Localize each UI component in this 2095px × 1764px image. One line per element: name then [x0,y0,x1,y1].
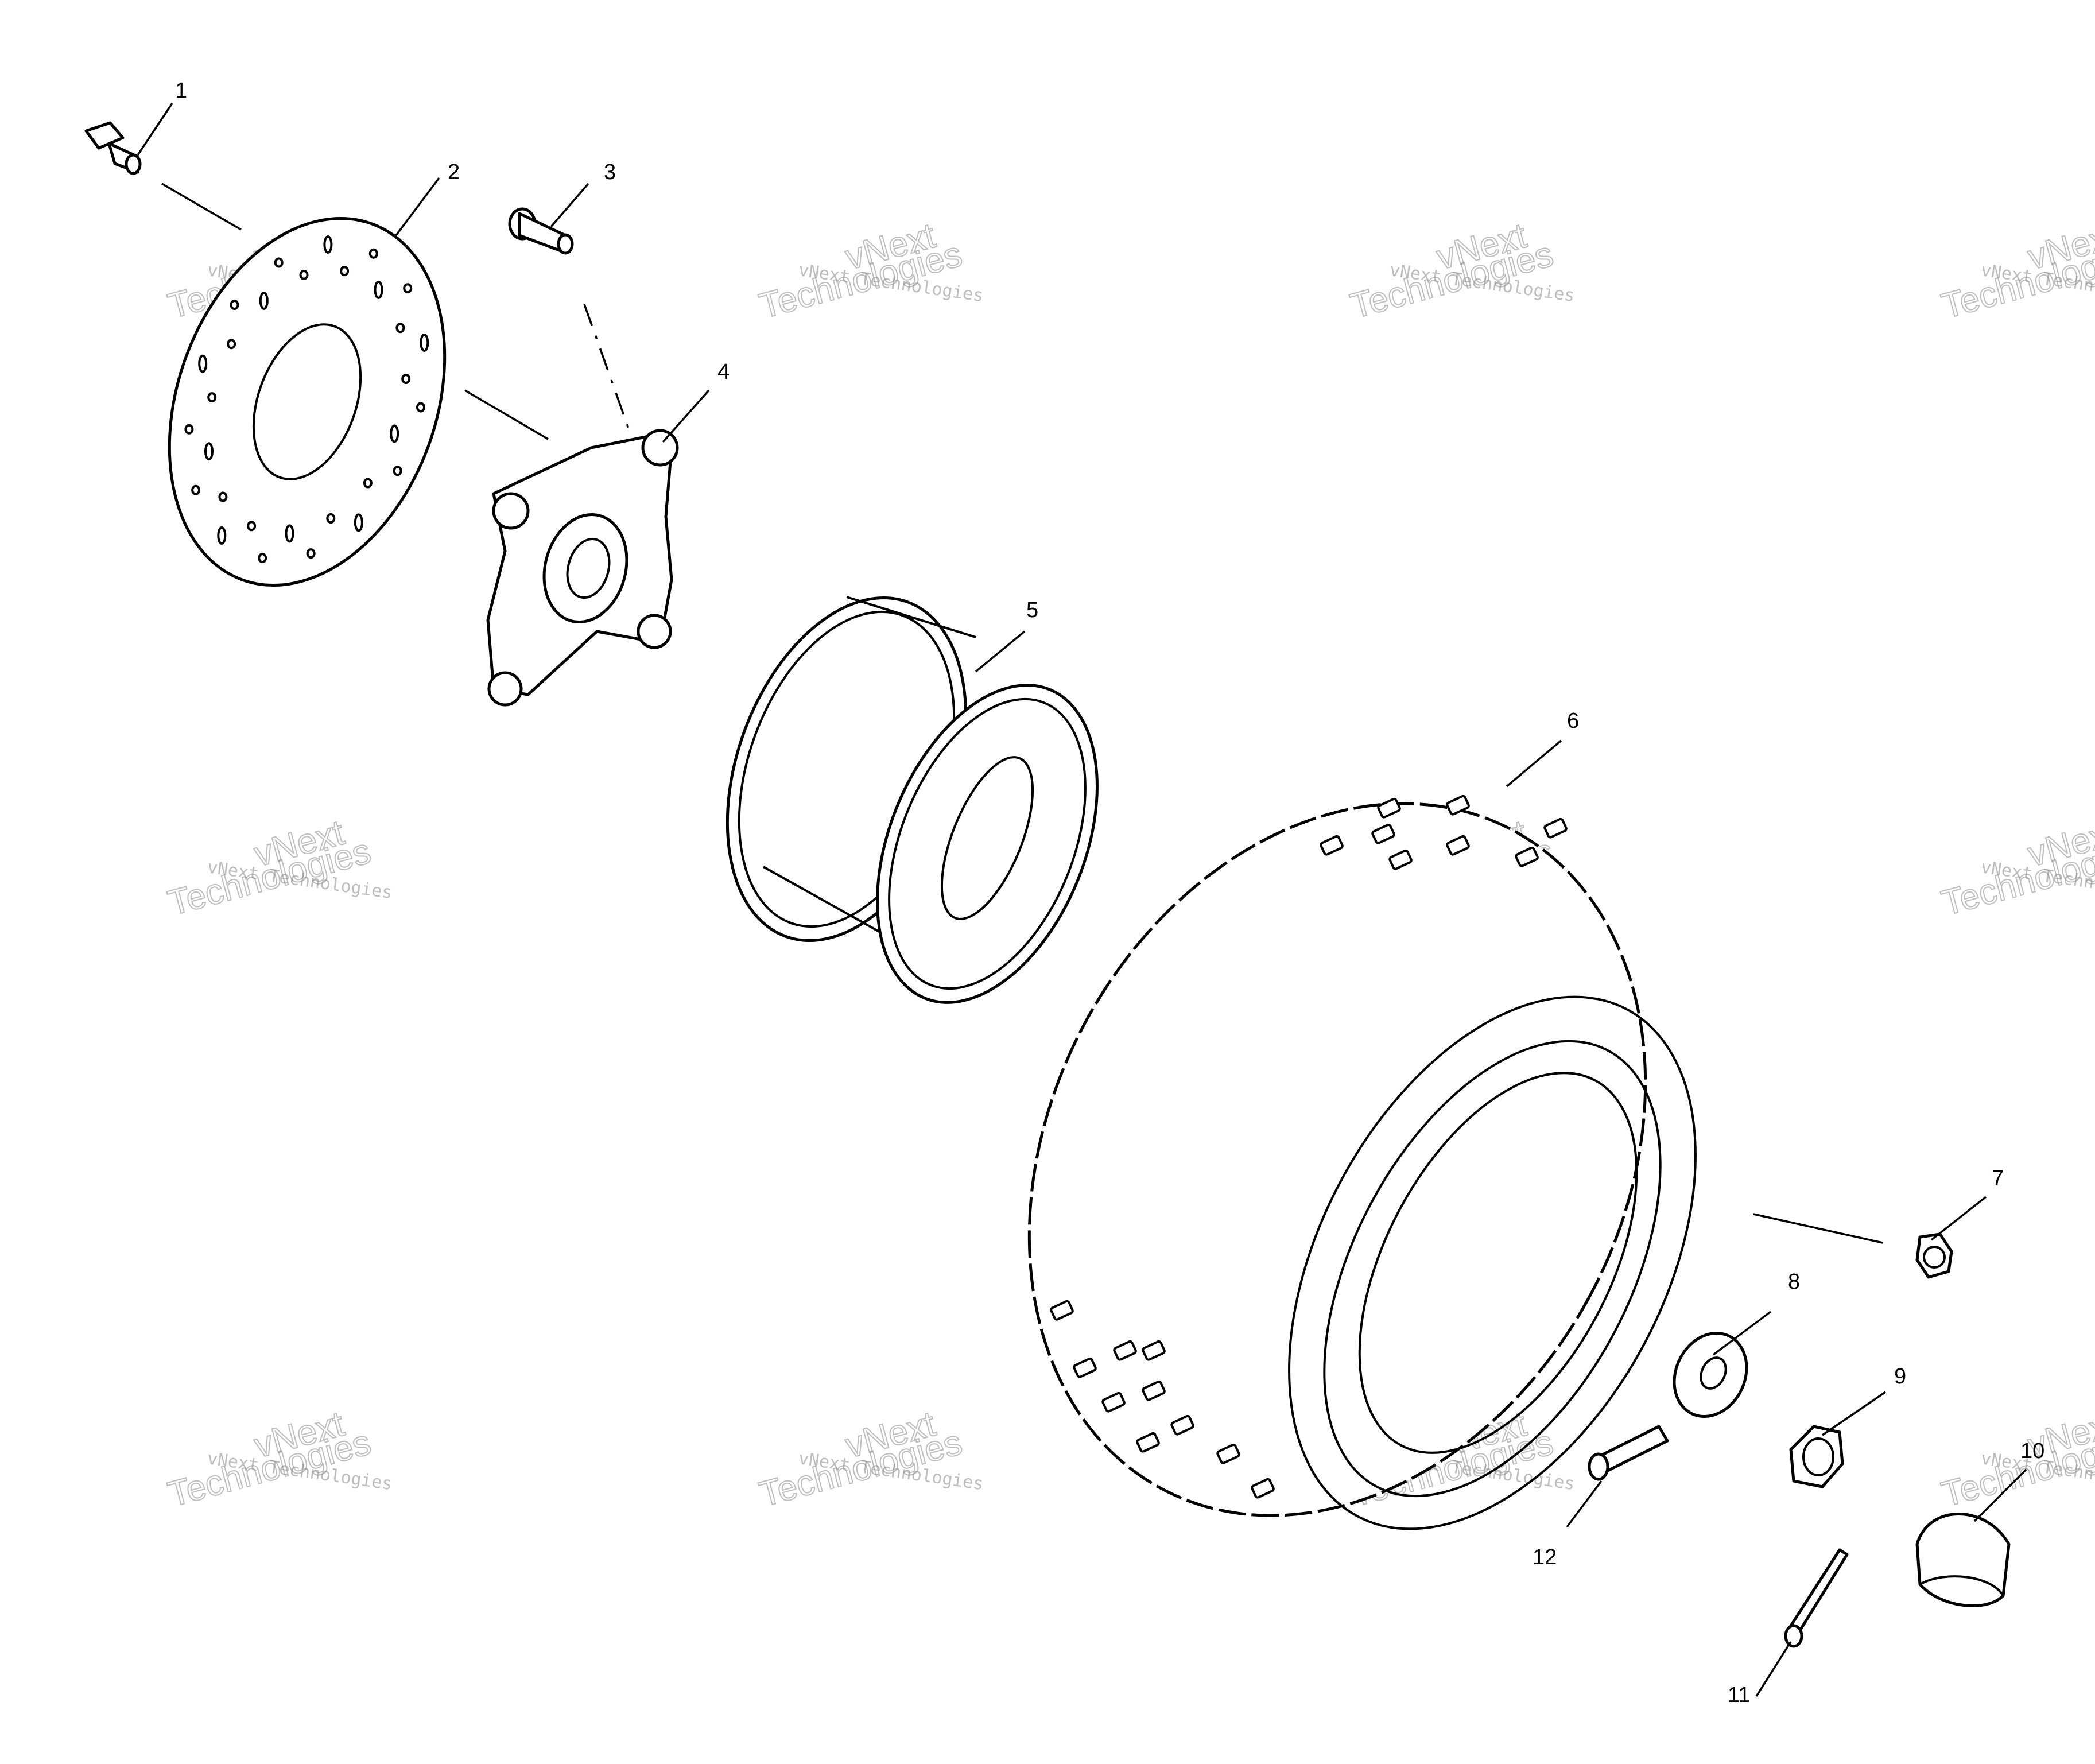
tire-lug [1101,1391,1126,1413]
tire-lug [1377,797,1401,819]
callout-5: 5 [1026,598,1038,622]
disc-hole [198,354,208,373]
part-rim [726,596,1099,1004]
disc-hole [207,392,217,403]
callout-4: 4 [717,360,730,384]
callout-numbers: 1 2 3 4 5 6 7 8 9 10 11 12 [175,79,2044,1707]
disc-hole [247,521,257,532]
callout-1: 1 [175,79,187,103]
disc-hole [363,478,373,489]
part-wheel-stud [1588,1425,1669,1481]
tire-lug [1216,1443,1240,1464]
part-washer [1673,1331,1748,1418]
part-castle-nut [1789,1425,1844,1488]
disc-hole [227,339,236,350]
disc-hole [420,334,429,352]
disc-hole [217,526,227,545]
disc-hole [354,513,363,532]
part-hub [464,389,679,707]
disc-hole [368,248,378,259]
callout-11: 11 [1728,1683,1750,1707]
tire-lug [1543,817,1568,839]
tire-lug [1446,835,1470,856]
tire-lug [1388,849,1413,870]
tire-lug [1073,1357,1097,1378]
disc-hole [299,269,309,280]
tire-lug [1142,1380,1166,1401]
disc-hole [184,424,194,435]
part-cotter-pin [1784,1548,1849,1648]
disc-hole [416,402,425,413]
callout-leaders [137,103,2027,1697]
tire-lug [1136,1432,1160,1453]
disc-hole [340,266,350,277]
callout-8: 8 [1788,1270,1800,1294]
tire-lug [1142,1340,1166,1361]
disc-hole [274,257,284,268]
tire-lug [1446,794,1470,816]
disc-hole [323,235,333,254]
disc-hole [326,513,336,524]
part-bolt [84,121,242,231]
part-nut-7 [1753,1213,1953,1279]
disc-hole [395,323,405,334]
callout-3: 3 [604,160,616,184]
callout-6: 6 [1567,709,1579,733]
disc-hole [204,442,214,461]
disc-hole [393,466,402,476]
callout-12: 12 [1533,1545,1557,1569]
part-brake-disc [168,216,447,587]
disc-hole [403,283,413,294]
callout-9: 9 [1894,1364,1906,1389]
part-dust-cap [1915,1513,2011,1607]
part-stud [508,207,633,437]
tire-lug [1050,1300,1074,1321]
disc-hole [390,424,399,443]
tire-lug [1251,1478,1275,1499]
tire-lug [1170,1414,1194,1436]
tire-lug [1320,835,1344,856]
disc-hole [191,484,201,495]
tire-lug [1515,846,1539,867]
disc-hole [401,374,411,384]
tire-lug [1113,1340,1137,1361]
disc-hole [218,491,228,502]
disc-hole [374,280,383,299]
callout-7: 7 [1992,1166,2004,1191]
callout-10: 10 [2020,1439,2044,1463]
part-tire [1027,794,1697,1530]
disc-hole [258,553,267,564]
disc-hole [306,548,316,559]
disc-hole [230,300,239,310]
callout-2: 2 [448,160,460,184]
tire-lug [1371,823,1395,844]
disc-hole [285,524,294,543]
disc-hole [259,291,269,310]
